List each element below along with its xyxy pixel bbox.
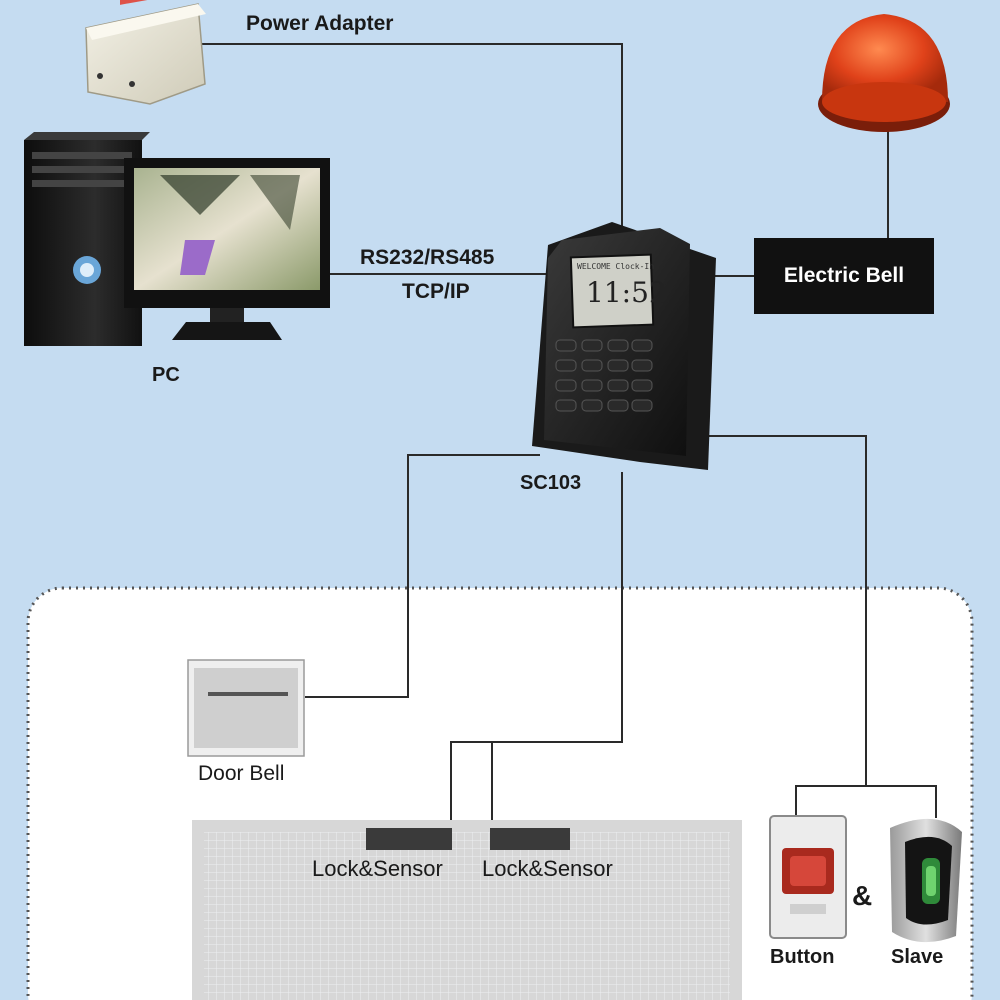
door-bell-icon bbox=[187, 659, 305, 757]
device-label: SC103 bbox=[520, 472, 582, 494]
alarm-light-icon bbox=[818, 14, 950, 132]
electric-bell-label: Electric Bell bbox=[783, 264, 905, 287]
device-screen-header: WELCOME Clock-In bbox=[577, 262, 655, 271]
keypad bbox=[555, 339, 653, 412]
device-screen-time: 11:52 bbox=[586, 276, 667, 309]
ampersand-label: & bbox=[852, 880, 873, 911]
lock-sensor-left-device bbox=[366, 828, 452, 850]
access-terminal-icon bbox=[532, 222, 716, 470]
slave-label: Slave bbox=[891, 946, 944, 968]
electric-bell-box bbox=[754, 238, 934, 314]
pc-tower-icon bbox=[24, 132, 150, 346]
wire-slave bbox=[866, 785, 937, 818]
power-adapter-label: Power Adapter bbox=[246, 12, 394, 35]
pc-label: PC bbox=[152, 364, 180, 386]
power-adapter-icon bbox=[85, 0, 206, 105]
tcp-interface-label: TCP/IP bbox=[402, 280, 470, 303]
door-icon bbox=[192, 820, 742, 1000]
door-bell-label: Door Bell bbox=[198, 762, 285, 785]
wiring bbox=[200, 43, 937, 832]
wire-lock-right bbox=[491, 741, 622, 832]
rs-interface-label: RS232/RS485 bbox=[360, 246, 495, 269]
exit-button-icon bbox=[769, 815, 847, 939]
monitor-icon bbox=[124, 158, 330, 340]
wire-power bbox=[200, 43, 623, 232]
button-label: Button bbox=[770, 946, 835, 968]
lock-sensor-right-device bbox=[490, 828, 570, 850]
wire-door-bell bbox=[305, 454, 540, 698]
lock-sensor-right-label: Lock&Sensor bbox=[482, 856, 613, 881]
fingerprint-reader-icon bbox=[890, 818, 962, 943]
lock-sensor-left-label: Lock&Sensor bbox=[312, 856, 443, 881]
